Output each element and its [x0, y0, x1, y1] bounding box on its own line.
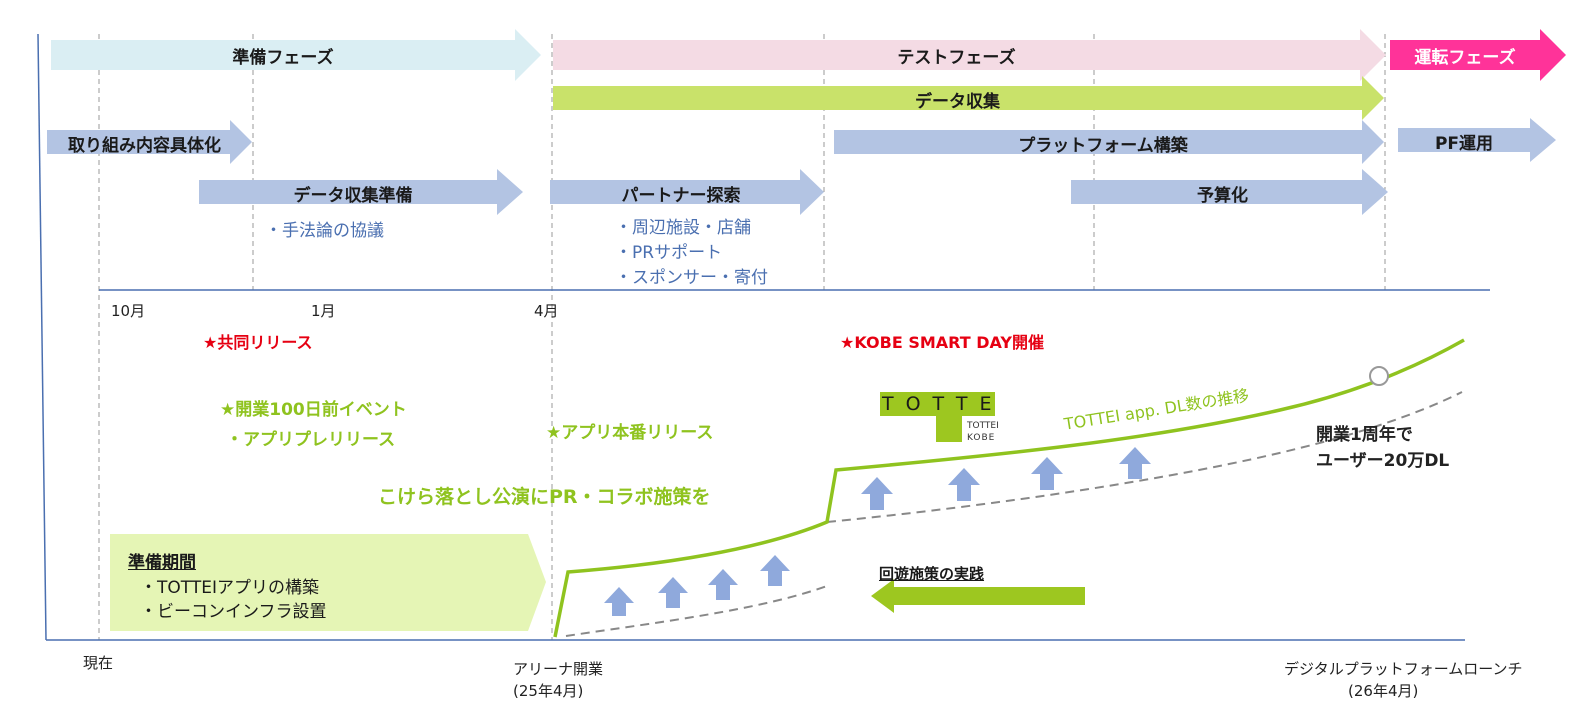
- up-arrow: [760, 555, 790, 586]
- pf-operation-arrow: [1398, 118, 1556, 162]
- budget-label: 予算化: [1197, 186, 1248, 206]
- baseline-curve-1: [565, 585, 828, 637]
- milestone-launch-2: (26年4月): [1348, 682, 1419, 700]
- operation-phase-arrow: [1390, 29, 1566, 81]
- logo-block-top: [880, 392, 995, 416]
- baseline-curve-2: [826, 391, 1463, 523]
- tottei-logo-sub2: KOBE: [967, 433, 996, 443]
- up-arrow: [948, 468, 980, 501]
- concretize-label: 取り組み内容具体化: [68, 136, 221, 156]
- partner-note-1: ・周辺施設・店舗: [615, 218, 751, 238]
- left-axis-line: [37, 33, 47, 641]
- dl-growth-line: [553, 338, 1465, 638]
- milestone-launch-1: デジタルプラットフォームローンチ: [1284, 660, 1523, 678]
- logo-block-bottom: [936, 416, 962, 442]
- test-phase-arrow: [553, 29, 1386, 81]
- pf-operation-label: PF運用: [1434, 134, 1494, 154]
- data-prep-arrow: [199, 169, 523, 215]
- test-phase-label: テストフェーズ: [897, 48, 1016, 68]
- up-arrow: [658, 577, 688, 608]
- milestone-arena-2: (25年4月): [513, 682, 584, 700]
- data-prep-label: データ収集準備: [293, 186, 413, 206]
- app-pre-release: ・アプリプレリリース: [226, 430, 396, 450]
- data-prep-note: ・手法論の協議: [265, 221, 384, 241]
- up-arrow: [604, 587, 634, 616]
- month-jan: 1月: [311, 302, 336, 320]
- up-arrow: [1119, 447, 1151, 479]
- up-arrow: [1031, 457, 1063, 490]
- month-oct: 10月: [111, 302, 146, 320]
- prep-phase-arrow: [51, 29, 541, 81]
- prep-box-title: 準備期間: [128, 553, 196, 573]
- milestone-now: 現在: [83, 654, 114, 672]
- up-arrow: [708, 569, 738, 600]
- circulation-label: 回遊施策の実践: [879, 565, 985, 583]
- data-collection-label: データ収集: [915, 92, 1000, 112]
- circulation-arrow: [871, 579, 1085, 613]
- tottei-logo-letters: TOTTEI: [882, 393, 995, 415]
- budget-arrow: [1071, 169, 1388, 215]
- partner-search-label: パートナー探索: [621, 186, 741, 206]
- partner-note-2: ・PRサポート: [615, 243, 723, 263]
- platform-build-label: プラットフォーム構築: [1018, 136, 1188, 156]
- milestone-arena-1: アリーナ開業: [513, 660, 604, 678]
- month-apr: 4月: [534, 302, 559, 320]
- prep-box-item-1: ・TOTTEIアプリの構築: [140, 578, 319, 598]
- operation-phase-label: 運転フェーズ: [1414, 48, 1516, 68]
- partner-search-arrow: [550, 169, 824, 215]
- platform-build-arrow: [834, 120, 1384, 164]
- kobe-smart-day-event: ★KOBE SMART DAY開催: [840, 333, 1044, 352]
- prep-box-item-2: ・ビーコンインフラ設置: [140, 602, 327, 622]
- partner-note-3: ・スポンサー・寄付: [615, 268, 768, 288]
- launch-marker: [1369, 366, 1389, 386]
- goal-line-1: 開業1周年で: [1316, 425, 1413, 445]
- prep-phase-label: 準備フェーズ: [232, 48, 334, 68]
- prep-period-box: [110, 534, 546, 631]
- goal-line-2: ユーザー20万DL: [1316, 451, 1450, 471]
- joint-release-event: ★共同リリース: [203, 333, 313, 352]
- up-arrow: [861, 477, 893, 510]
- tottei-logo-sub1: TOTTEI: [967, 421, 999, 431]
- concretize-arrow: [47, 120, 252, 164]
- growth-up-arrows: [604, 447, 1151, 616]
- pr-collab-text: こけら落とし公演にPR・コラボ施策を: [378, 486, 711, 508]
- app-release-event: ★アプリ本番リリース: [546, 423, 714, 443]
- data-collection-arrow: [553, 76, 1384, 120]
- event-100-days: ★開業100日前イベント: [220, 400, 407, 420]
